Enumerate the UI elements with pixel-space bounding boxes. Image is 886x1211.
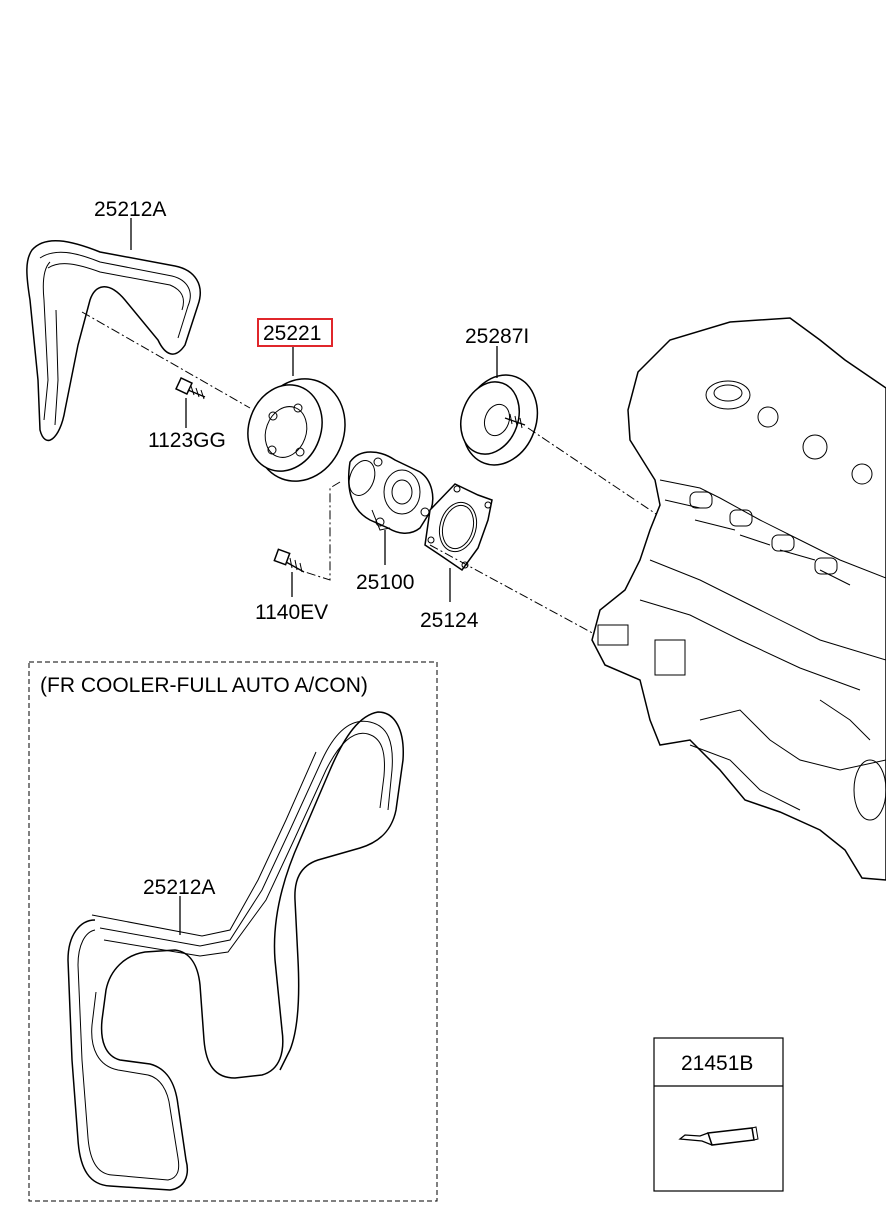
callout-25221: 25221 [263,322,321,345]
water-pump-pulley[interactable] [236,366,359,494]
callout-25212a-top: 25212A [94,198,166,221]
water-pump[interactable] [345,451,434,534]
inset-callout-25212a: 25212A [143,876,215,899]
callout-1140ev: 1140EV [255,601,328,624]
callout-1123gg: 1123GG [148,429,226,452]
sealant-part-box[interactable]: 21451B [653,1037,784,1192]
engine-block [591,317,886,881]
sealant-label: 21451B [681,1052,753,1075]
drive-belt-main[interactable] [26,239,201,442]
inset-frame [28,661,438,1202]
gasket[interactable] [424,483,493,572]
bolt-1140ev[interactable] [273,548,305,573]
callout-25124: 25124 [420,609,479,632]
idler-pulley[interactable] [450,364,549,475]
callout-25100: 25100 [356,571,414,594]
callout-25287i: 25287I [465,325,529,348]
sealant-tube-icon [678,1126,759,1146]
highlight-box-25221 [257,318,333,347]
inset-title: (FR COOLER-FULL AUTO A/CON) [40,674,368,697]
bolt-1123gg[interactable] [175,377,206,400]
drive-belt-inset[interactable] [67,711,404,1191]
